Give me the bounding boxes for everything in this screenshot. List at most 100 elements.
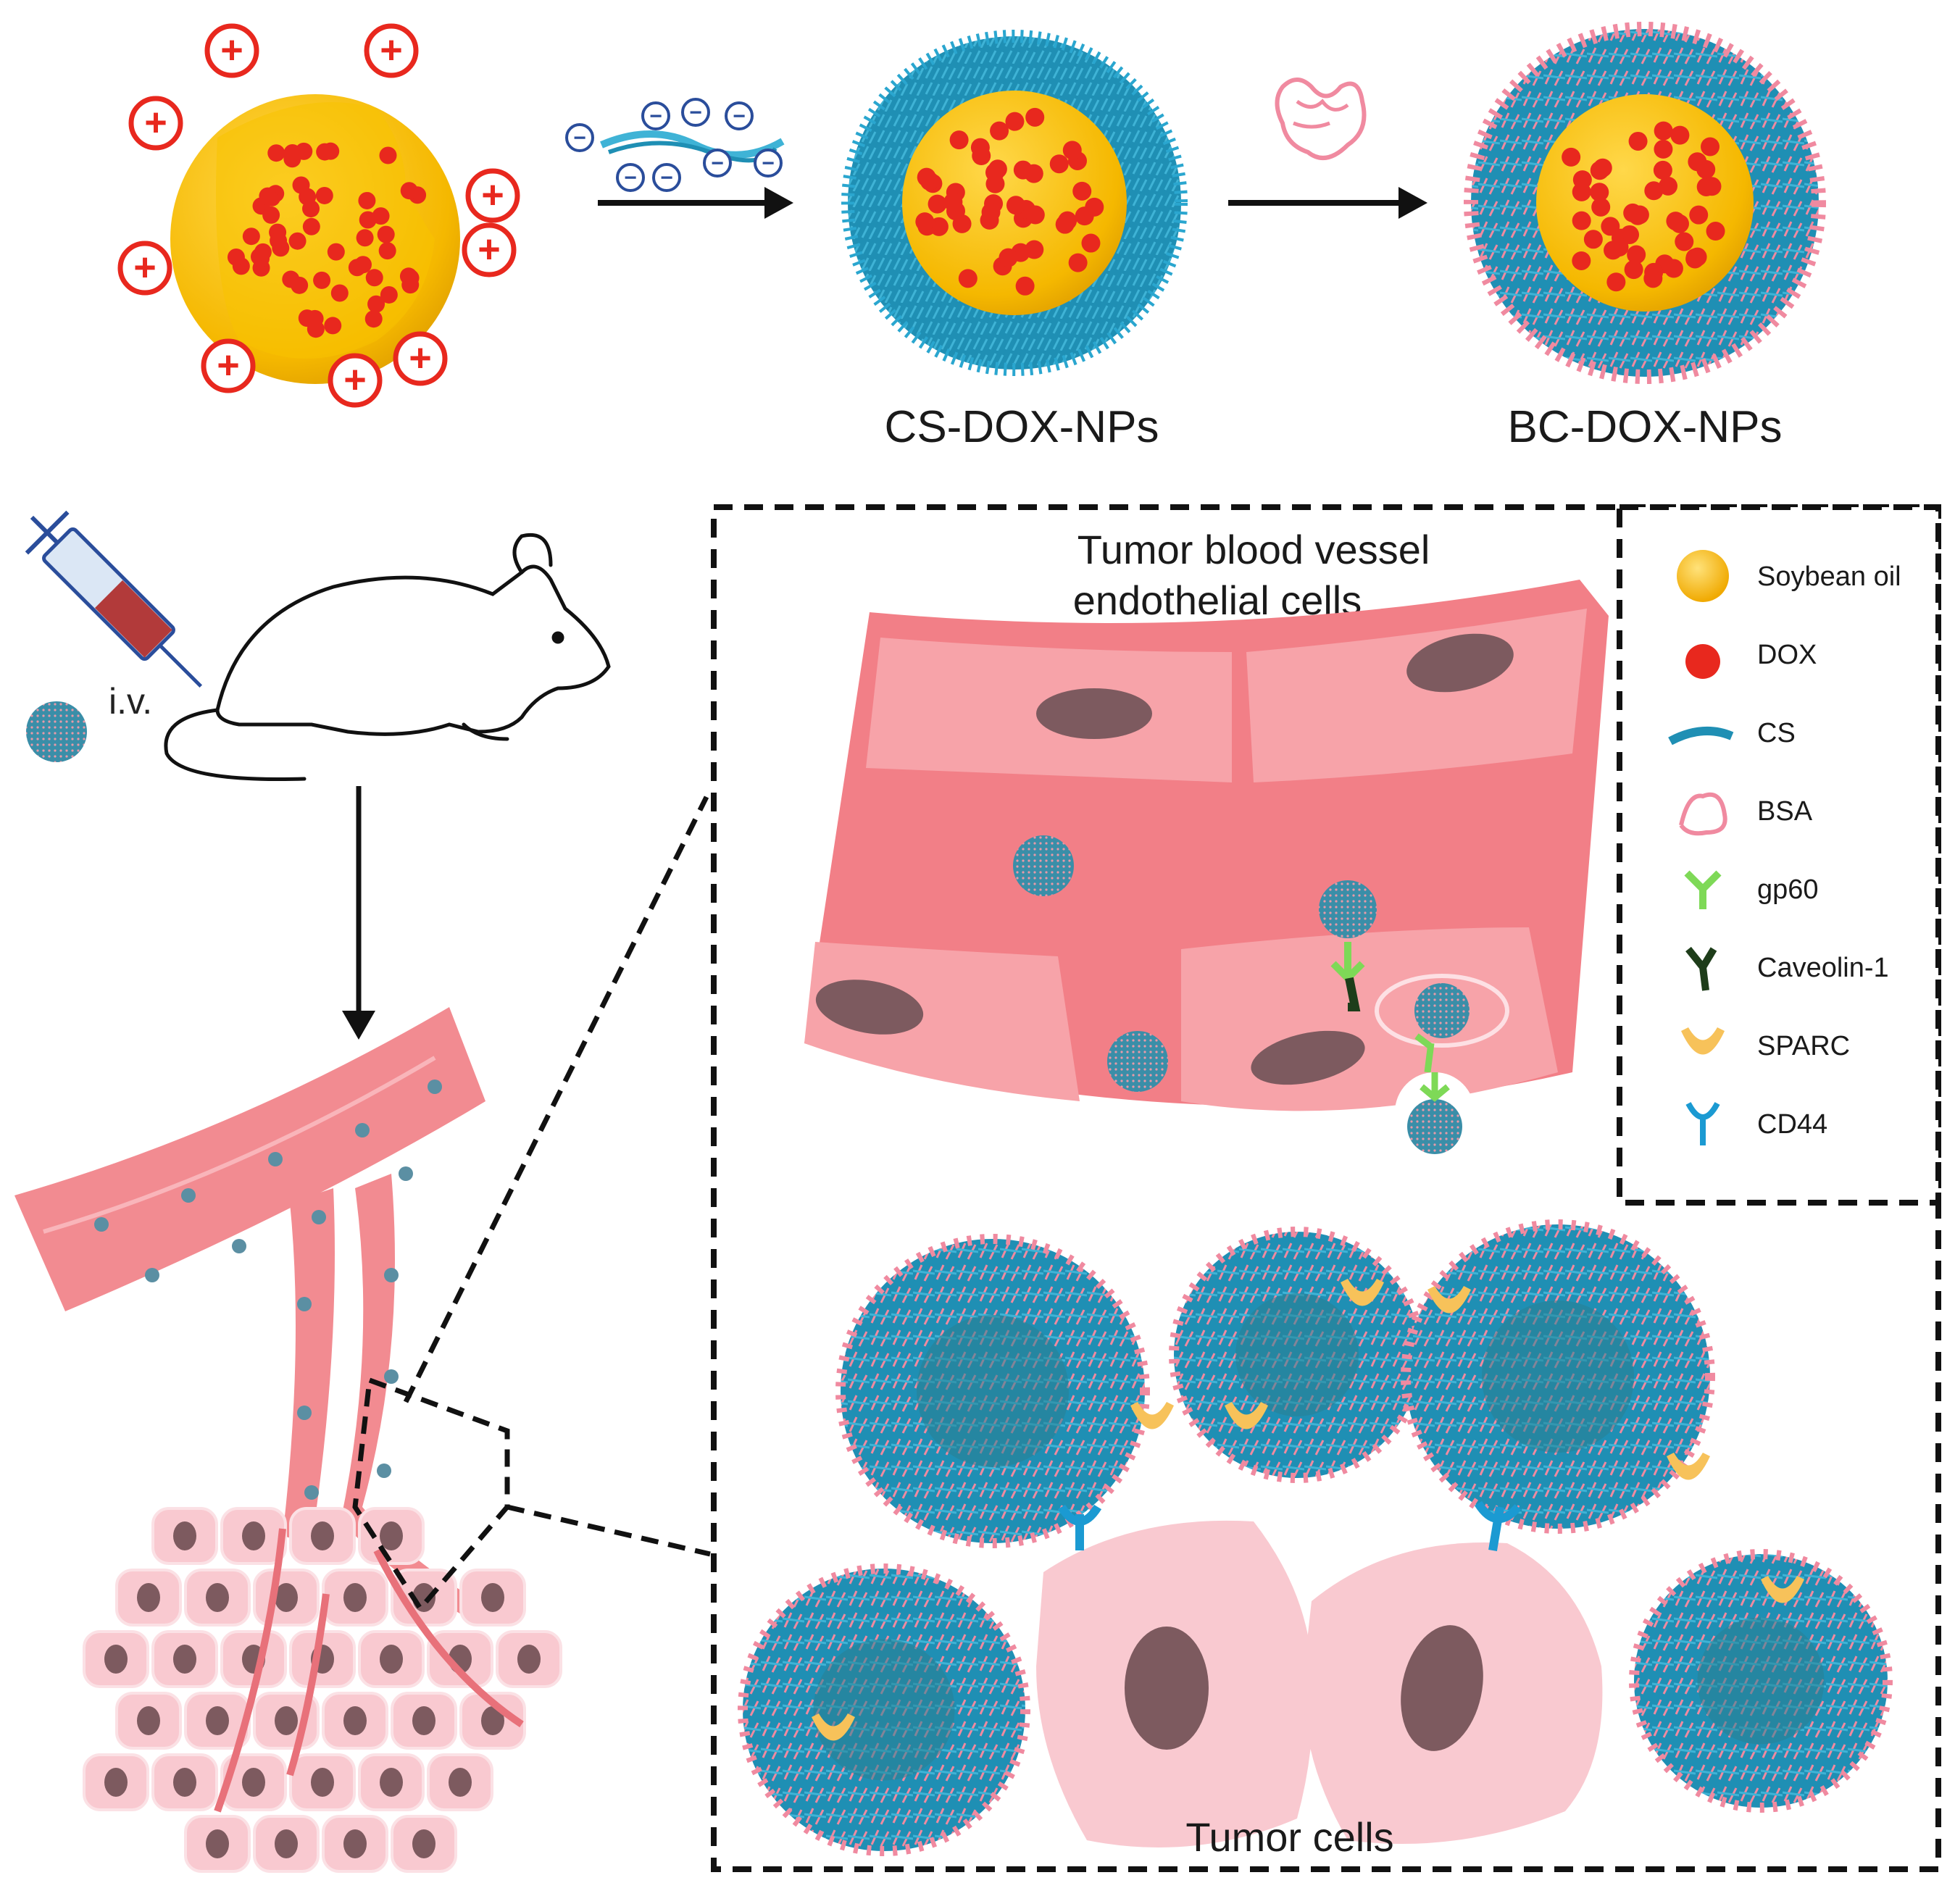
dox-dot [972, 146, 991, 166]
dox-dot [1670, 214, 1689, 233]
dox-dot [324, 317, 342, 335]
dox-dot [380, 285, 398, 304]
dox-dot [1624, 260, 1643, 280]
legend-item: CS [1668, 718, 1796, 748]
svg-text:−: − [660, 166, 673, 190]
negative-charge-icon: − [641, 101, 670, 130]
tumor-cell [391, 1692, 457, 1750]
dox-dot [1013, 160, 1033, 180]
nanoparticle-icon [1319, 880, 1377, 938]
dox-dot [254, 243, 272, 261]
dox-dot [292, 176, 310, 194]
vessel-particle [355, 1123, 370, 1137]
dox-dot [1062, 141, 1082, 160]
svg-text:−: − [624, 166, 637, 190]
caveolin-receptor [1345, 977, 1361, 1011]
dox-dot [1628, 131, 1648, 151]
down-arrow-head [342, 1011, 375, 1040]
dox-dot [1075, 206, 1094, 226]
negative-charge-icon: − [703, 149, 732, 178]
dox-dot [1606, 272, 1626, 292]
tumor-tissue [83, 1507, 562, 1873]
tumor-cell [322, 1692, 388, 1750]
tumor-cell [184, 1692, 251, 1750]
dox-dot [1590, 183, 1609, 202]
dox-dot [313, 271, 331, 289]
legend-label: CD44 [1757, 1109, 1827, 1140]
dox-dot [1654, 121, 1673, 141]
svg-text:+: + [217, 343, 240, 387]
tumor-cell [220, 1753, 287, 1811]
positive-charge-icon: + [393, 331, 448, 386]
bc-dox-np-particle [1464, 22, 1826, 384]
positive-charge-icon: + [201, 338, 256, 393]
vessel-particle [399, 1166, 413, 1181]
legend-item: Soybean oil [1677, 550, 1901, 602]
legend-item: DOX [1685, 640, 1817, 679]
svg-text:−: − [689, 101, 702, 125]
svg-text:+: + [144, 101, 167, 144]
dox-dot [1025, 205, 1045, 225]
bc-dox-np [835, 1234, 1150, 1548]
cs-icon [1668, 726, 1734, 746]
vessel-particles [94, 1080, 442, 1500]
sparc-protein [1341, 1279, 1384, 1306]
dox-dot [316, 143, 334, 161]
svg-text:−: − [573, 126, 586, 150]
negative-charge-icon: − [681, 98, 710, 127]
legend-label: gp60 [1757, 874, 1819, 905]
legend-item: BSA [1679, 792, 1813, 836]
dox-dot [915, 212, 935, 232]
dox-icon [1685, 644, 1720, 679]
vessel-particle [384, 1369, 399, 1384]
legend-item: Caveolin-1 [1685, 946, 1889, 991]
dox-dot [1654, 139, 1673, 159]
dox-dot [327, 243, 345, 261]
vessel-particle [145, 1268, 159, 1282]
dox-dot [1572, 251, 1591, 270]
dox-dot [1006, 196, 1025, 215]
dox-dot [1049, 154, 1069, 174]
dox-dot [1685, 248, 1705, 267]
dox-dot [302, 217, 320, 235]
tumor-cell [115, 1569, 182, 1627]
bc-dox-nps-label: BC-DOX-NPs [1508, 402, 1783, 452]
dox-dot [1015, 276, 1035, 296]
legend-label: BSA [1757, 796, 1813, 827]
dox-dot [288, 232, 307, 250]
tumor-cell [151, 1507, 218, 1565]
dox-dot [1058, 211, 1077, 230]
tumor-cell [322, 1569, 388, 1627]
blood-vessel-left [14, 1007, 485, 1616]
dox-dot [1664, 259, 1683, 278]
dox-dot [291, 276, 309, 294]
dox-dot [1644, 181, 1664, 201]
tumor-cell [427, 1630, 493, 1688]
dox-dot [1068, 253, 1088, 272]
syringe-icon [25, 510, 203, 688]
vessel-title-line1: Tumor blood vessel [1077, 527, 1430, 572]
dox-dot [1005, 112, 1025, 131]
dox-dot [1696, 159, 1716, 179]
tumor-cell [253, 1815, 320, 1873]
vessel-particle [428, 1080, 442, 1094]
dox-dot [1701, 137, 1720, 156]
soybean-oil-icon [1677, 550, 1729, 602]
negative-charges: −−−−−−−− [565, 98, 783, 192]
nucleus [1401, 1625, 1483, 1751]
svg-text:+: + [380, 28, 403, 72]
nucleus [1125, 1627, 1209, 1750]
vessel-particle [268, 1152, 283, 1166]
tumor-cell [496, 1630, 562, 1688]
dox-dot [1593, 158, 1612, 178]
legend-label: Caveolin-1 [1757, 953, 1889, 983]
vessel-particle [312, 1210, 326, 1224]
dox-dot [999, 248, 1018, 267]
dox-dot [358, 191, 376, 209]
vessel-particle [181, 1188, 196, 1203]
vessel-particle [304, 1485, 319, 1500]
iv-label: i.v. [109, 681, 152, 722]
dox-dot [1572, 182, 1591, 201]
dox-dot [1658, 176, 1677, 196]
negative-charge-icon: − [565, 123, 594, 152]
